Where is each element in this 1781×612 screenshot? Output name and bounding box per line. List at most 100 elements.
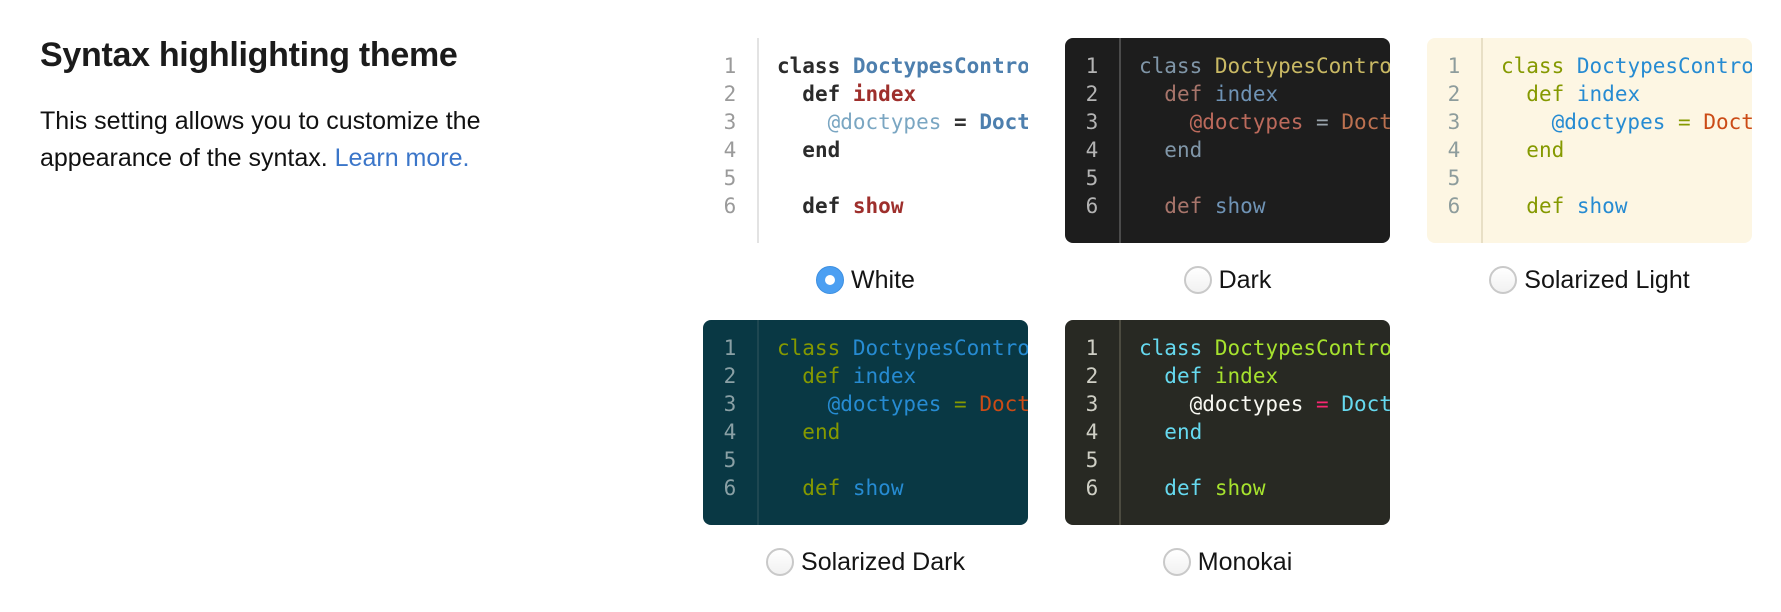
radio-dark[interactable] bbox=[1183, 266, 1212, 294]
code-token: def bbox=[1164, 194, 1203, 218]
code-token: show bbox=[1576, 194, 1628, 218]
code-token bbox=[941, 392, 954, 416]
line-number: 6 bbox=[1085, 476, 1099, 500]
code-token bbox=[840, 82, 853, 106]
code-token bbox=[1139, 138, 1164, 162]
code-line bbox=[1139, 446, 1390, 474]
code-line: def index bbox=[777, 362, 1028, 390]
theme-grid: 1 2 3 4 5 6 class DoctypesController def index… bbox=[703, 38, 1752, 588]
theme-radio-row: White bbox=[703, 264, 1028, 296]
code-token bbox=[941, 110, 954, 134]
code-line: end bbox=[777, 136, 1028, 164]
line-number: 2 bbox=[723, 82, 737, 106]
section-description: This setting allows you to customize the… bbox=[40, 103, 600, 177]
code-token: DoctypesController bbox=[852, 54, 1028, 78]
line-number: 2 bbox=[1085, 364, 1099, 388]
code-line: @doctypes = Doctype.all bbox=[777, 390, 1028, 418]
line-number: 5 bbox=[1085, 448, 1099, 472]
code-token: index bbox=[852, 82, 917, 106]
line-number: 2 bbox=[1447, 82, 1461, 106]
code-token: show bbox=[852, 194, 904, 218]
code-token: end bbox=[802, 138, 841, 162]
code-token: def bbox=[802, 82, 841, 106]
code-token: class bbox=[1139, 54, 1203, 78]
code-token bbox=[1202, 336, 1215, 360]
code-token bbox=[1139, 110, 1190, 134]
radio-label-white[interactable]: White bbox=[851, 265, 915, 294]
code-token: @doctypes bbox=[1189, 392, 1304, 416]
radio-label-monokai[interactable]: Monokai bbox=[1197, 547, 1293, 576]
radio-label-dark[interactable]: Dark bbox=[1218, 265, 1272, 294]
line-number: 4 bbox=[1085, 420, 1099, 444]
line-number: 4 bbox=[1085, 138, 1099, 162]
code-line: @doctypes = Doctype.all bbox=[1139, 390, 1390, 418]
code-token bbox=[1564, 54, 1577, 78]
line-number: 5 bbox=[1447, 166, 1461, 190]
code-token: @doctypes bbox=[827, 392, 942, 416]
theme-radio-row: Solarized Light bbox=[1427, 264, 1752, 296]
code-line: end bbox=[1139, 418, 1390, 446]
line-number: 4 bbox=[723, 420, 737, 444]
code-token bbox=[1139, 476, 1164, 500]
code-line: def show bbox=[777, 192, 1028, 220]
code-token: class bbox=[777, 54, 841, 78]
radio-label-solarized-light[interactable]: Solarized Light bbox=[1524, 265, 1690, 294]
code-line bbox=[777, 446, 1028, 474]
line-number: 1 bbox=[1085, 54, 1099, 78]
code-token: end bbox=[802, 420, 841, 444]
code-line: @doctypes = Doctype.all bbox=[1501, 108, 1752, 136]
code-token bbox=[1303, 110, 1316, 134]
line-number: 1 bbox=[1085, 336, 1099, 360]
code-token: class bbox=[1501, 54, 1565, 78]
code-line: def show bbox=[1139, 192, 1390, 220]
code-token: = bbox=[954, 392, 967, 416]
radio-solarized-light[interactable] bbox=[1489, 266, 1518, 294]
code-token bbox=[777, 138, 802, 162]
code-token bbox=[1564, 194, 1577, 218]
code-token bbox=[1139, 364, 1164, 388]
theme-radio-row: Dark bbox=[1065, 264, 1390, 296]
code-snippet: class DoctypesController def index @doct… bbox=[1121, 38, 1390, 243]
code-token: index bbox=[1576, 82, 1641, 106]
code-line: class DoctypesController bbox=[1139, 52, 1390, 80]
radio-white[interactable] bbox=[816, 266, 845, 294]
code-token bbox=[777, 364, 802, 388]
line-number: 5 bbox=[723, 448, 737, 472]
code-token: class bbox=[1139, 336, 1203, 360]
code-token: show bbox=[1214, 194, 1266, 218]
code-line: def index bbox=[1139, 80, 1390, 108]
code-token: def bbox=[802, 364, 841, 388]
radio-solarized-dark[interactable] bbox=[766, 548, 795, 576]
code-token bbox=[1564, 82, 1577, 106]
line-number: 3 bbox=[1085, 110, 1099, 134]
line-number: 6 bbox=[1085, 194, 1099, 218]
radio-monokai[interactable] bbox=[1162, 548, 1191, 576]
code-token bbox=[1329, 110, 1342, 134]
radio-label-solarized-dark[interactable]: Solarized Dark bbox=[801, 547, 965, 576]
code-token: @doctypes bbox=[1189, 110, 1304, 134]
code-token: class bbox=[777, 336, 841, 360]
code-token bbox=[1501, 82, 1526, 106]
code-token bbox=[1139, 82, 1164, 106]
code-line: class DoctypesController bbox=[1139, 334, 1390, 362]
code-token: def bbox=[1164, 82, 1203, 106]
code-token bbox=[1139, 392, 1190, 416]
code-token: def bbox=[1526, 194, 1565, 218]
code-snippet: class DoctypesController def index @doct… bbox=[759, 38, 1028, 243]
code-line: end bbox=[777, 418, 1028, 446]
code-line: def index bbox=[1501, 80, 1752, 108]
code-token: def bbox=[1164, 476, 1203, 500]
code-line: def show bbox=[1501, 192, 1752, 220]
code-token: show bbox=[852, 476, 904, 500]
learn-more-link[interactable]: Learn more. bbox=[334, 144, 470, 172]
code-token bbox=[777, 420, 802, 444]
code-token bbox=[840, 54, 853, 78]
line-number: 5 bbox=[723, 166, 737, 190]
line-number: 2 bbox=[1085, 82, 1099, 106]
